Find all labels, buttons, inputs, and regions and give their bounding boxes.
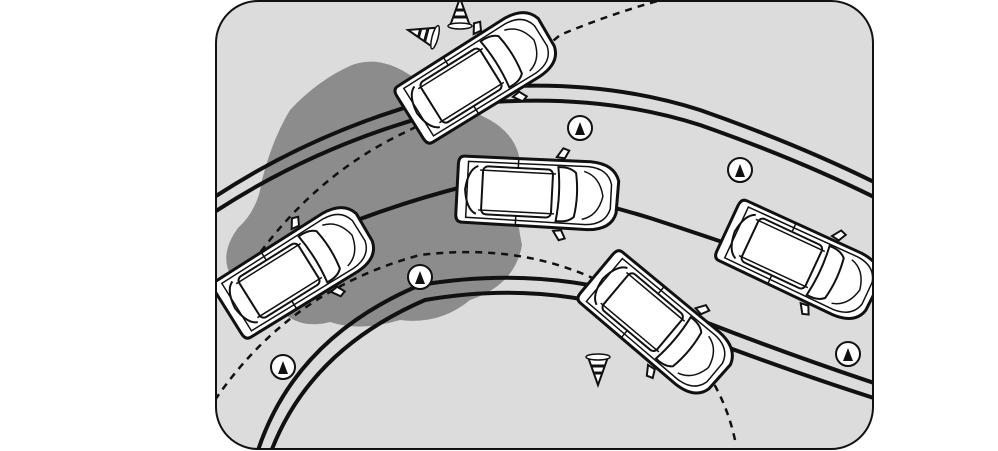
track-marker-icon bbox=[270, 354, 296, 380]
track-marker-icon bbox=[835, 341, 861, 367]
track-marker-icon bbox=[727, 157, 753, 183]
trajectory-dashed-lower bbox=[216, 250, 737, 441]
track-line-inner-b bbox=[266, 290, 873, 449]
track-line-inner-a bbox=[253, 275, 873, 449]
track-marker-icon bbox=[407, 264, 433, 290]
scene-frame bbox=[215, 0, 874, 450]
track-line-outer-a bbox=[216, 83, 873, 202]
track-line-outer-b bbox=[216, 98, 873, 217]
track-marker-icon bbox=[567, 115, 593, 141]
